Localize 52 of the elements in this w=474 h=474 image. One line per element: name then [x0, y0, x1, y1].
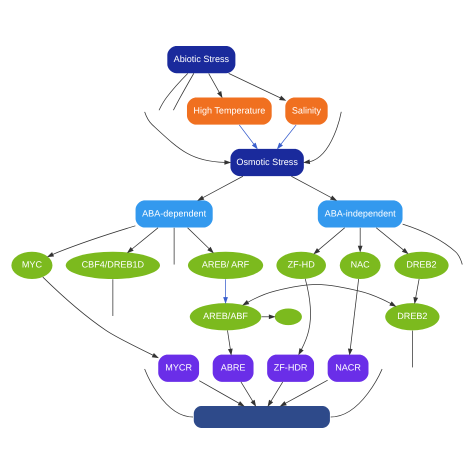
arrow	[313, 227, 346, 254]
arrow	[280, 380, 328, 406]
node-ellipse: AREB/ABF	[190, 303, 262, 330]
arrow	[303, 111, 342, 164]
node-box: Osmotic Stress	[230, 148, 304, 176]
arrow	[227, 330, 233, 356]
node-ellipse: DREB2	[394, 252, 449, 279]
arrow	[208, 73, 222, 98]
connector	[330, 368, 382, 418]
node-box: Abiotic Stress	[167, 46, 236, 74]
arrow	[42, 276, 159, 358]
node-ellipse: CBF4/DREB1D	[66, 252, 160, 279]
connector	[112, 278, 114, 316]
node-box: ABRE	[212, 354, 254, 382]
node-box: ABA-independent	[318, 200, 403, 228]
node-box: MYCR	[158, 354, 200, 382]
arrow	[144, 112, 232, 165]
node-ellipse: ZF-HD	[276, 252, 326, 279]
node-box: NACR	[328, 354, 368, 382]
connector	[402, 224, 463, 265]
arrow	[187, 227, 214, 254]
connector	[144, 368, 194, 418]
arrow	[240, 382, 256, 407]
arrow	[238, 124, 258, 150]
node-box: High Temperature	[186, 97, 272, 125]
node-ellipse: NAC	[340, 252, 381, 279]
arrow	[223, 278, 228, 304]
arrow	[198, 380, 245, 407]
arrow	[197, 176, 244, 201]
connector	[412, 330, 413, 368]
node-box: Salinity	[285, 97, 328, 125]
arrow	[46, 225, 136, 258]
arrow	[242, 284, 396, 307]
node-box: ABA-dependent	[136, 200, 213, 228]
node-ellipse: AREB/ ARF	[188, 252, 264, 279]
arrow	[358, 227, 363, 253]
node-box	[194, 406, 330, 428]
arrow	[298, 278, 311, 356]
arrow	[348, 278, 360, 356]
node-box: ZF-HDR	[267, 354, 314, 382]
connector	[173, 73, 194, 111]
arrow	[268, 382, 284, 407]
connector	[158, 73, 188, 111]
arrow	[228, 73, 286, 101]
arrow	[126, 227, 158, 254]
node-ellipse	[274, 308, 302, 326]
arrow	[376, 227, 409, 254]
node-ellipse: DREB2	[385, 303, 440, 330]
node-ellipse: MYC	[11, 252, 52, 279]
arrow	[276, 124, 297, 150]
arrow	[413, 278, 420, 304]
arrow	[290, 176, 338, 201]
